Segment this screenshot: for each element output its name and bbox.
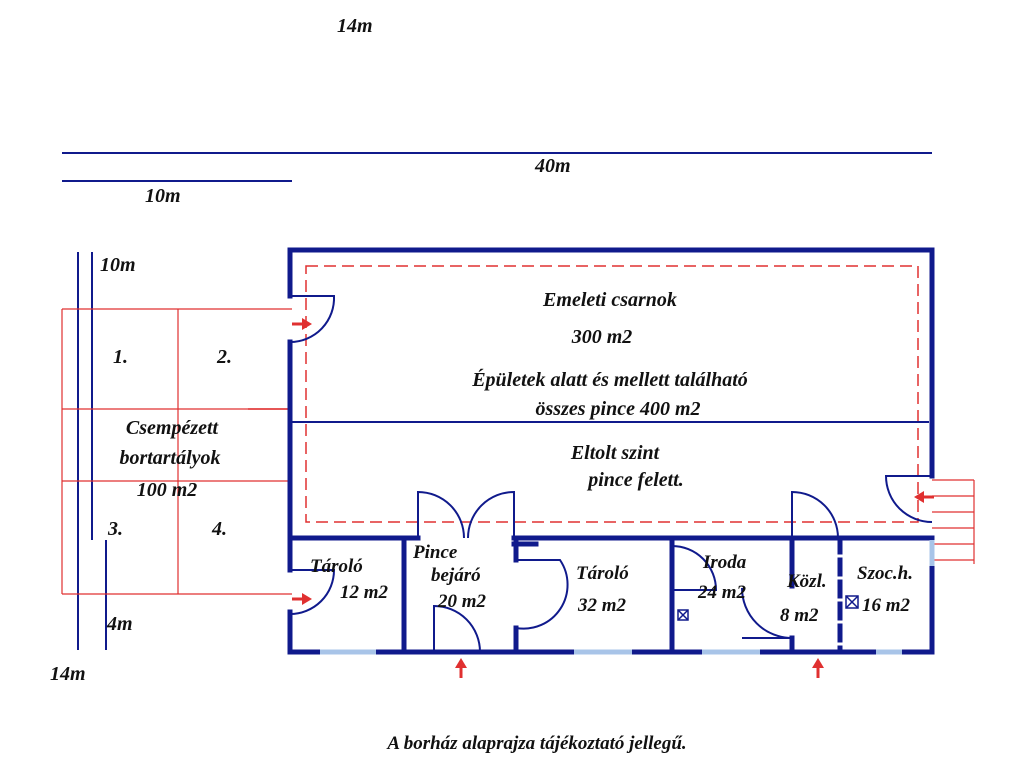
vent-icons — [677, 595, 859, 621]
doors — [289, 295, 933, 653]
room-storage-32-area: 32 m2 — [577, 595, 627, 616]
room-office-area: 24 m2 — [697, 582, 747, 603]
dim-label-10m-vertical: 10m — [100, 254, 136, 276]
floor-plan-caption: A borház alaprajza tájékoztató jellegű. — [386, 733, 686, 754]
room-storage-12-area: 12 m2 — [340, 582, 389, 603]
walls — [287, 247, 935, 655]
entrance-arrows — [292, 318, 934, 678]
storage-left-door — [289, 569, 336, 615]
arrow-up-icon — [812, 658, 824, 678]
hall-left-door — [289, 295, 336, 344]
tank-label-line2: bortartályok — [119, 447, 220, 469]
arrow-up-icon — [455, 658, 467, 678]
cellar-entry-door-right — [467, 490, 515, 539]
tank-number-3: 3. — [107, 518, 123, 540]
dimension-lines — [62, 152, 932, 650]
arrow-left-icon — [914, 491, 934, 503]
windows — [320, 540, 935, 655]
cellar-entry-front-door — [433, 604, 481, 653]
corridor-front-door — [741, 587, 793, 639]
hall-right-door — [884, 475, 933, 523]
arrow-right-icon — [292, 593, 312, 605]
hall-dashed-outline — [305, 265, 919, 523]
room-cellar-entry-area: 20 m2 — [437, 591, 487, 612]
tank-label-line1: Csempézett — [126, 417, 220, 439]
storage-32-door — [515, 559, 569, 630]
corridor-top-door — [791, 490, 839, 539]
hall-area: 300 m2 — [571, 326, 633, 348]
arrow-right-icon — [292, 318, 312, 330]
offset-note-line2: pince felett. — [586, 469, 684, 491]
office-door — [671, 545, 718, 591]
cellar-entry-door-left — [417, 490, 465, 539]
dim-label-14m-top: 14m — [337, 15, 373, 37]
room-corridor-name: Közl. — [786, 571, 827, 592]
dim-label-10m-horizontal: 10m — [145, 185, 181, 207]
tank-number-4: 4. — [211, 518, 227, 540]
entrance-stairs — [932, 479, 975, 564]
room-storage-12-name: Tároló — [310, 556, 363, 577]
room-cellar-entry-name2: bejáró — [431, 565, 481, 586]
room-social-name: Szoc.h. — [857, 563, 913, 584]
dim-label-4m: 4m — [106, 613, 133, 635]
dim-label-40m: 40m — [534, 155, 571, 177]
room-corridor-area: 8 m2 — [780, 605, 819, 626]
dim-label-14m-bottom: 14m — [50, 663, 86, 685]
room-social-area: 16 m2 — [862, 595, 911, 616]
cellar-note-line2: összes pince 400 m2 — [536, 398, 701, 420]
tank-number-1: 1. — [113, 346, 128, 368]
wine-tank-grid — [61, 308, 292, 595]
hall-name: Emeleti csarnok — [542, 289, 677, 311]
offset-note-line1: Eltolt szint — [570, 442, 661, 464]
cellar-note-line1: Épületek alatt és mellett található — [471, 368, 748, 391]
room-storage-32-name: Tároló — [576, 563, 629, 584]
room-office-name: Iroda — [702, 552, 747, 573]
tank-label-line3: 100 m2 — [137, 479, 198, 501]
tank-number-2: 2. — [216, 346, 232, 368]
room-cellar-entry-name: Pince — [412, 542, 458, 563]
